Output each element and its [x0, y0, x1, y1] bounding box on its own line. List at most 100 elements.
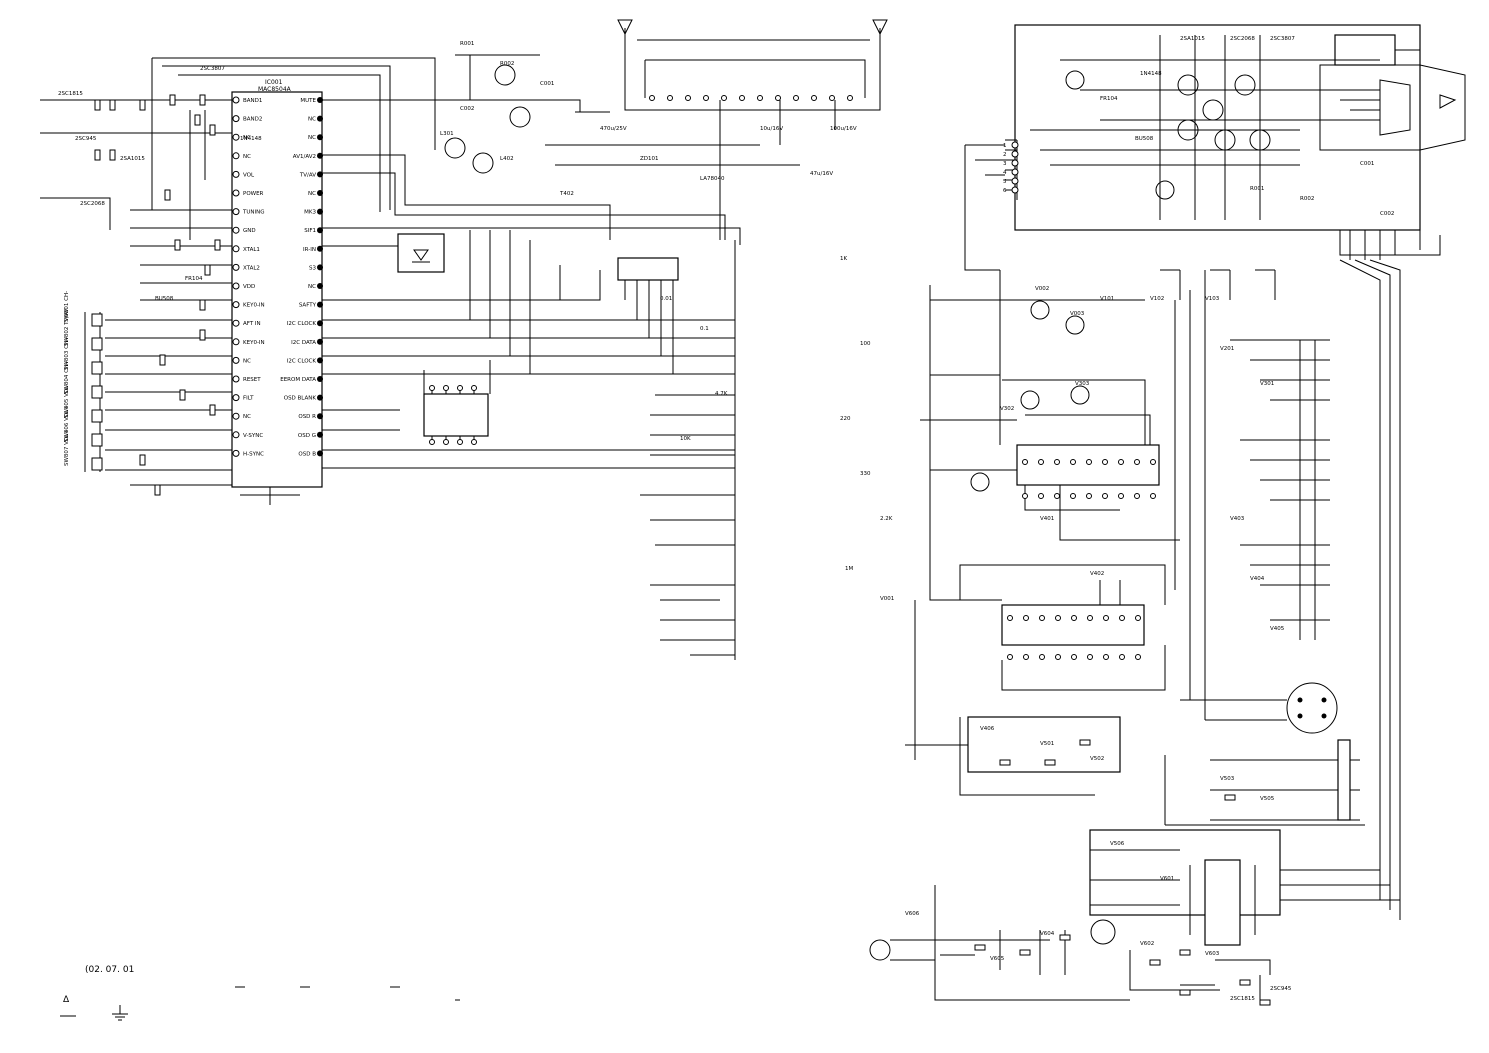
video-ic-pin — [1118, 459, 1124, 465]
ic-pin-right-label: OSD B — [298, 451, 316, 457]
ic-pin-right — [317, 208, 323, 215]
mid-right-blocks — [914, 269, 1330, 760]
resistor — [139, 99, 146, 111]
ic-pin-left — [232, 96, 240, 104]
ground-icon — [60, 1005, 128, 1021]
footer: (02. 07. 01 Δ — [60, 965, 460, 1021]
ic-pin-right — [317, 320, 323, 327]
transistor-label: V404 — [1250, 576, 1265, 582]
jungle-ic-pin — [1135, 654, 1141, 660]
key-switch — [91, 385, 103, 399]
part-label: 330 — [860, 471, 871, 477]
ic-pin-right — [317, 245, 323, 252]
ic-pin-left-label: VDD — [243, 284, 255, 290]
audio-amp-section — [545, 19, 888, 240]
key-switch-label: SW804 CH+ — [64, 360, 70, 394]
component-labels: 2SC18152SC9452SA10152SC20682SC38071N4148… — [58, 36, 1394, 1002]
part-label: FR104 — [185, 276, 203, 282]
ic-pin-left — [232, 301, 240, 309]
ic-pin-left-label: V-SYNC — [243, 433, 263, 439]
crt-connector-pin — [1011, 177, 1019, 185]
ic-pin-right — [317, 227, 323, 234]
ic-pin-left — [232, 226, 240, 234]
video-ic-pin — [1102, 493, 1108, 499]
ic-pin-left-label: BAND1 — [243, 98, 262, 104]
ic-pin-left-label: BAND2 — [243, 117, 262, 123]
ic-pin-right — [317, 376, 323, 382]
crt-board — [964, 24, 1421, 271]
video-ic-pin — [1086, 493, 1092, 499]
top-transistors — [444, 54, 540, 174]
jungle-ic-pin — [1087, 654, 1093, 660]
resistor — [199, 94, 206, 106]
transistor-label: V605 — [990, 956, 1005, 962]
eeprom-ic — [423, 360, 491, 442]
resistor — [1059, 934, 1071, 941]
ic-pin-left-label: KEY0-IN — [243, 340, 265, 346]
part-label: 2SA1015 — [1180, 36, 1205, 42]
transistor-label: V403 — [1230, 516, 1245, 522]
resistor — [1224, 794, 1236, 801]
key-switch — [91, 433, 103, 447]
ic-pin-left-label: TUNING — [242, 210, 265, 216]
part-label: LA78040 — [700, 176, 725, 182]
ic-pin-right — [317, 413, 323, 420]
audio-amp-pin — [847, 95, 853, 101]
part-label: 2SC945 — [75, 136, 97, 142]
ir-receiver — [397, 233, 445, 273]
video-ic-pin — [1038, 459, 1044, 465]
jungle-ic-pin — [1071, 615, 1077, 621]
ic-pin-right — [317, 283, 323, 289]
ic-pin-left-label: NC — [243, 135, 251, 141]
part-label: BU508 — [1135, 136, 1154, 142]
video-ic-pin — [1150, 493, 1156, 499]
resistor — [94, 149, 101, 161]
part-label: 100u/16V — [830, 126, 857, 132]
left-bus-wires — [40, 57, 436, 505]
part-label: 2.2K — [880, 516, 893, 522]
audio-amp-pin — [757, 95, 763, 101]
ic-pin-left — [232, 245, 240, 253]
transistor-label: V001 — [880, 596, 894, 602]
audio-amp-pin — [649, 95, 655, 101]
video-ic-pin — [1102, 459, 1108, 465]
ic-pin-right-label: NC — [308, 117, 316, 123]
crt-connector-pin — [1011, 186, 1019, 194]
eeprom-pin — [429, 385, 435, 391]
audio-amp-pin — [667, 95, 673, 101]
jungle-ic-pin — [1103, 615, 1109, 621]
transistor-label: V303 — [1075, 381, 1090, 387]
resistor — [214, 239, 221, 251]
video-ic-pin — [1118, 493, 1124, 499]
crt-connector-pin — [1011, 168, 1019, 176]
eeprom-pin — [457, 385, 463, 391]
ic-pin-left — [232, 208, 240, 216]
resistor — [1239, 979, 1251, 986]
ic-pin-left-label: NC — [243, 154, 251, 160]
ic-pin-left — [232, 375, 240, 383]
audio-amp-pins — [649, 95, 853, 101]
ic-pin-left — [232, 170, 240, 178]
center-bus — [322, 99, 741, 469]
eeprom-pin — [457, 439, 463, 445]
resistor — [109, 99, 116, 111]
part-label: 220 — [840, 416, 851, 422]
resistor — [199, 299, 206, 311]
part-label: R001 — [460, 41, 474, 47]
ic-main-left-pins: BAND1BAND2NCNCVOLPOWERTUNINGGNDXTAL1XTAL… — [232, 96, 265, 457]
part-label: 2SC945 — [1270, 986, 1292, 992]
resistor — [169, 94, 176, 106]
ic-pin-right-label: I2C CLOCK — [287, 358, 317, 364]
ic-pin-left-label: XTAL2 — [243, 265, 260, 271]
ic-pin-right-label: MK3 — [304, 210, 316, 216]
resistor — [139, 454, 146, 466]
part-label: L301 — [440, 131, 454, 137]
resistor — [209, 404, 216, 416]
jungle-ic-pin — [1119, 615, 1125, 621]
ic-pin-right — [317, 357, 323, 364]
ic-pin-left — [232, 338, 240, 346]
transistor-label: V002 — [1035, 286, 1049, 292]
transistor-label: V606 — [905, 911, 920, 917]
crt-connector-pin-label: 2 — [1003, 152, 1007, 158]
